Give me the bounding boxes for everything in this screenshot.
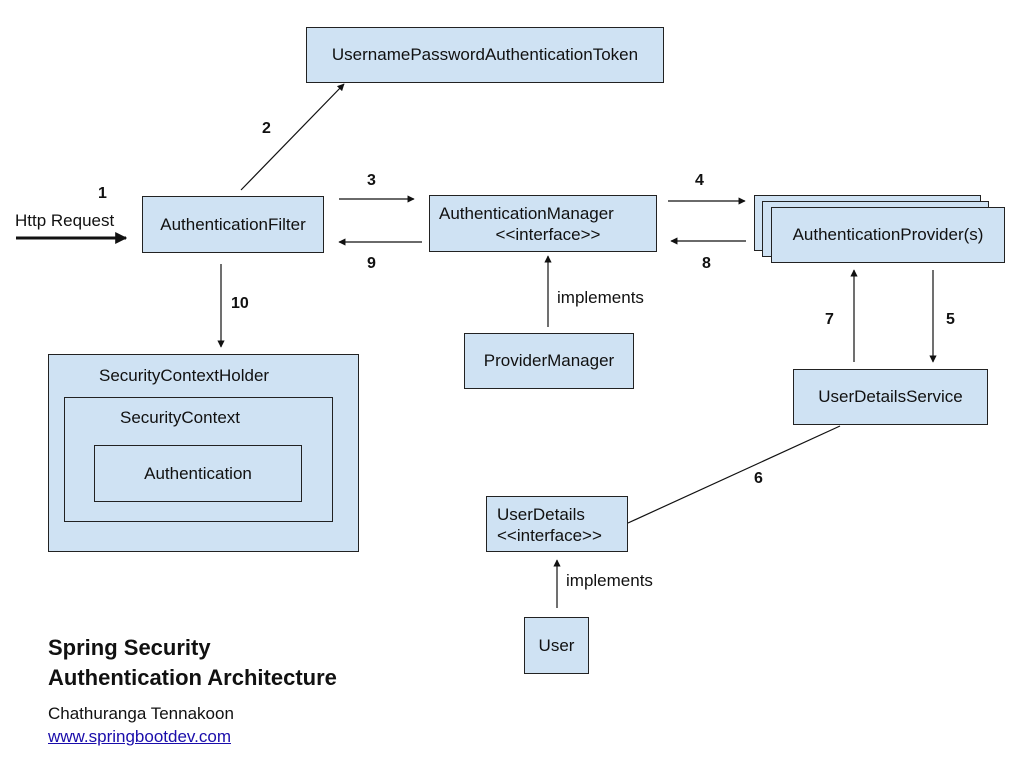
token-label: UsernamePasswordAuthenticationToken [331, 45, 639, 64]
step-2-label: 2 [262, 120, 271, 137]
http-request-label: Http Request [15, 211, 115, 230]
user-details-service-box: UserDetailsService [793, 369, 988, 425]
authentication-provider-label: AuthenticationProvider(s) [792, 225, 984, 244]
step-3-label: 3 [367, 172, 376, 189]
authentication-manager-stereotype: <<interface>> [495, 225, 601, 244]
step-9-label: 9 [367, 255, 376, 272]
user-details-stereotype: <<interface>> [497, 526, 602, 545]
step-7-label: 7 [825, 311, 834, 328]
step-8-label: 8 [702, 255, 711, 272]
authentication-filter-box: AuthenticationFilter [142, 196, 324, 253]
authentication-filter-label: AuthenticationFilter [160, 214, 306, 234]
security-context-holder-label: SecurityContextHolder [99, 366, 270, 385]
user-details-label: UserDetails [497, 505, 585, 524]
step-1-label: 1 [98, 185, 107, 202]
author-name: Chathuranga Tennakoon [48, 704, 234, 723]
user-box: User [524, 617, 589, 674]
provider-manager-label: ProviderManager [483, 351, 615, 370]
diagram-title-line1: Spring Security [48, 635, 211, 660]
implements-user-label: implements [566, 571, 653, 590]
diagram-title-line2: Authentication Architecture [48, 665, 337, 690]
website-link[interactable]: www.springbootdev.com [48, 727, 231, 746]
user-label: User [538, 635, 575, 655]
user-details-box: UserDetails <<interface>> [486, 496, 628, 552]
authentication-box: Authentication [94, 445, 302, 502]
authentication-manager-label: AuthenticationManager [439, 204, 614, 223]
user-details-service-label: UserDetailsService [818, 387, 963, 406]
step-10-label: 10 [231, 295, 249, 312]
provider-manager-box: ProviderManager [464, 333, 634, 389]
line-step-6 [627, 425, 841, 524]
step-4-label: 4 [695, 172, 704, 189]
diagram-title: Spring Security Authentication Architect… [48, 633, 337, 693]
authentication-manager-box: AuthenticationManager <<interface>> [429, 195, 657, 252]
step-5-label: 5 [946, 311, 955, 328]
token-box: UsernamePasswordAuthenticationToken [306, 27, 664, 83]
step-6-label: 6 [754, 470, 763, 487]
security-context-label: SecurityContext [120, 408, 240, 427]
authentication-label: Authentication [144, 463, 252, 483]
authentication-provider-box: AuthenticationProvider(s) [771, 207, 1005, 263]
arrow-step-2 [240, 83, 345, 191]
implements-manager-label: implements [557, 288, 644, 307]
